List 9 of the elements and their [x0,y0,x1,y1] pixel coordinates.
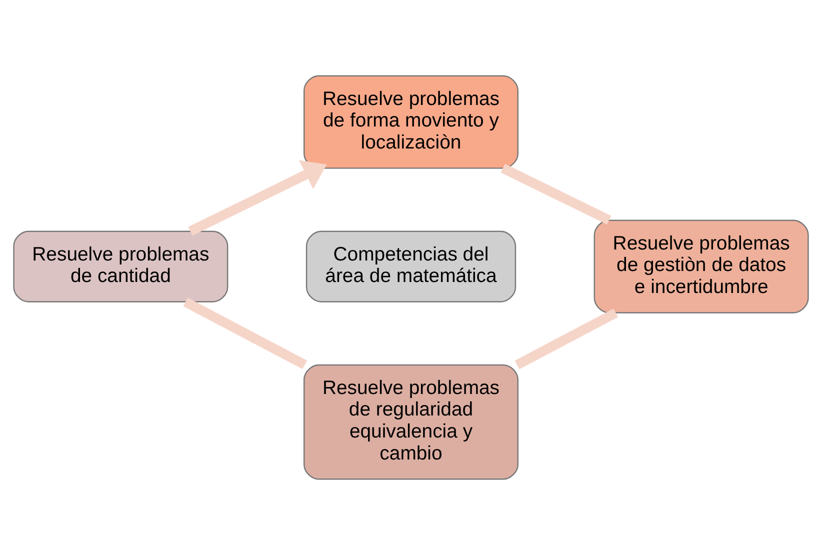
connector [183,297,308,369]
connector [514,308,618,369]
node-box: Resuelve problemas de gestiòn de datos e incertidumbre [594,219,809,313]
node-box: Resuelve problemas de regularidad equivalencia y cambio [304,364,518,480]
node-box: Competencias del área de matemática [306,230,516,302]
node-box: Resuelve problemas de cantidad [13,230,228,302]
arrow [188,160,327,236]
node-box: Resuelve problemas de forma moviento y localizaciòn [304,74,518,168]
connector [500,163,612,224]
